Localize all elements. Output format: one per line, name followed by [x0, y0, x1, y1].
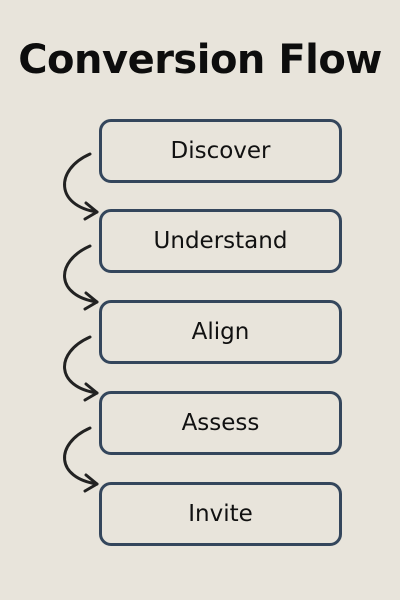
- step-label: Understand: [153, 228, 288, 254]
- step-label: Align: [191, 319, 250, 345]
- curved-arrow-icon: [63, 152, 99, 221]
- step-assess: Assess: [99, 391, 342, 455]
- step-label: Assess: [181, 410, 260, 436]
- curved-arrow-icon: [63, 335, 99, 402]
- step-label: Discover: [170, 138, 271, 164]
- step-label: Invite: [188, 501, 253, 527]
- curved-arrow-icon: [63, 426, 99, 493]
- step-align: Align: [99, 300, 342, 364]
- page-title: Conversion Flow: [18, 37, 382, 83]
- step-invite: Invite: [99, 482, 342, 546]
- step-discover: Discover: [99, 119, 342, 183]
- step-understand: Understand: [99, 209, 342, 273]
- curved-arrow-icon: [63, 244, 99, 311]
